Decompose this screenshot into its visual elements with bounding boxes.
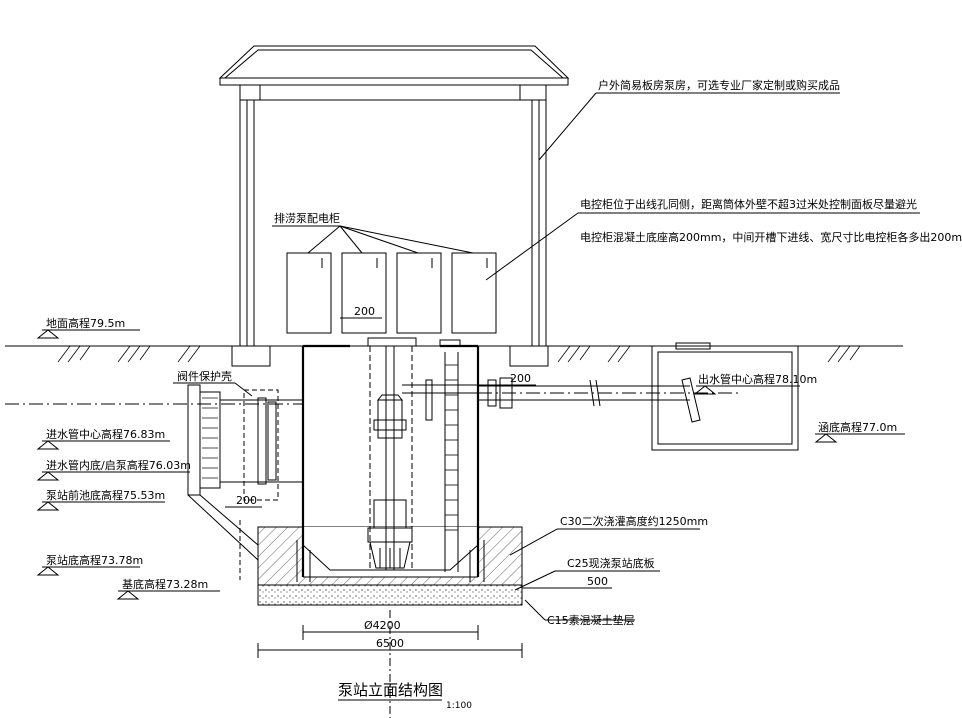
dim-200-inlet: 200	[236, 494, 257, 507]
valve-cover-label: 阀件保护壳	[177, 369, 232, 383]
cabinet-note-2: 电控柜混凝土底座高200mm，中间开槽下进线、宽尺寸比电控柜各多出200mm	[580, 230, 962, 244]
house-note: 户外简易板房泵房，可选专业厂家定制或购买成品	[598, 78, 840, 92]
outlet-pipe	[5, 377, 740, 409]
cabinet-label: 排涝泵配电柜	[274, 211, 340, 225]
drawing-title: 泵站立面结构图	[338, 681, 443, 699]
control-cabinets	[272, 225, 497, 334]
elevation-markers	[36, 329, 905, 600]
cabinet-note-1: 电控柜位于出线孔同侧，距离筒体外壁不超3过米处控制面板尽量避光	[580, 197, 917, 211]
inlet-pipe	[187, 384, 303, 580]
elev-front-pool: 泵站前池底高程75.53m	[46, 488, 165, 502]
c30-note: C30二次浇灌高度约1250mm	[560, 514, 708, 528]
elev-base-bottom: 基底高程73.28m	[122, 577, 208, 591]
dim-200-outlet: 200	[510, 372, 531, 385]
elev-inlet-center: 进水管中心高程76.83m	[46, 427, 165, 441]
c25-note: C25现浇泵站底板	[567, 556, 655, 570]
culvert-bottom-label: 涵底高程77.0m	[818, 420, 897, 434]
cabinet-1	[286, 252, 332, 334]
cabinet-2	[341, 252, 387, 334]
cabinet-3	[396, 252, 442, 334]
culvert	[651, 342, 799, 451]
elev-station-bottom: 泵站底高程73.78m	[46, 553, 143, 567]
dim-500: 500	[587, 575, 608, 588]
dim-6500: 6500	[376, 637, 404, 650]
pump-house	[218, 45, 570, 367]
dim-200-top: 200	[354, 305, 375, 318]
c15-note: C15素混凝土垫层	[547, 613, 635, 627]
elev-inlet-bottom: 进水管内底/启泵高程76.03m	[46, 458, 191, 472]
outlet-center-label: 出水管中心高程78.10m	[698, 372, 817, 386]
drawing-scale: 1:100	[446, 701, 472, 711]
ground-line	[5, 345, 903, 363]
elev-ground: 地面高程79.5m	[46, 316, 125, 330]
cabinet-4	[451, 252, 497, 334]
dim-4200: Ø4200	[364, 619, 401, 632]
dimension-lines	[225, 317, 612, 718]
leader-lines	[173, 92, 920, 621]
pump-cylinder	[296, 337, 485, 582]
